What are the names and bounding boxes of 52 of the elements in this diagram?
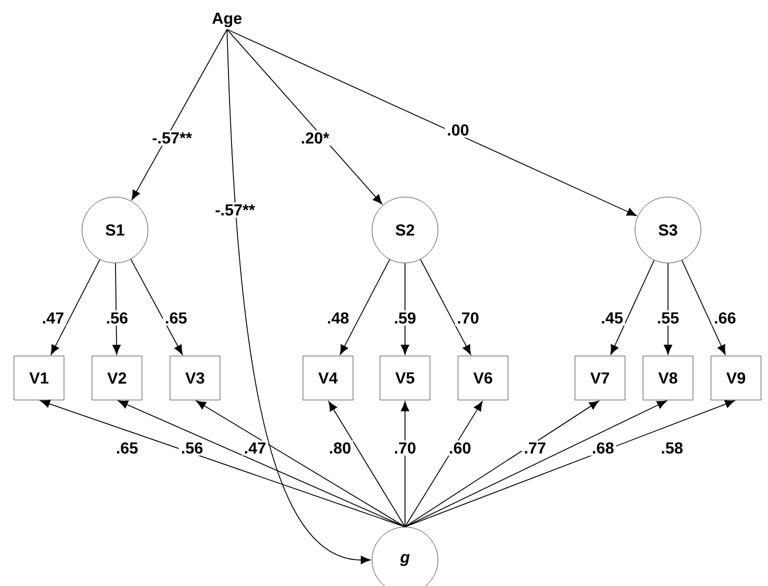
indicator-box: V4 (302, 356, 354, 400)
edge-label: .70 (454, 310, 482, 326)
arrow (112, 262, 121, 355)
arrow (404, 400, 600, 528)
edge-label: .45 (598, 310, 626, 326)
edge-label: .80 (326, 440, 354, 456)
arrow (226, 28, 371, 564)
edge-label: .55 (654, 310, 682, 326)
indicator-box: V9 (710, 356, 762, 400)
arrow (50, 259, 100, 355)
indicator-box: V6 (458, 356, 508, 400)
edge-label: .56 (178, 440, 206, 456)
edge-label: .77 (522, 440, 548, 456)
variable-label: Age (212, 12, 242, 28)
arrow (226, 28, 382, 204)
edge-label: .58 (658, 440, 686, 456)
edge-label: .56 (104, 310, 130, 326)
arrow (328, 401, 406, 528)
edge-label: .59 (392, 310, 418, 326)
arrow (400, 401, 410, 528)
indicator-box: V2 (92, 356, 142, 400)
indicator-box: V8 (642, 356, 694, 400)
arrow (132, 28, 228, 200)
edge-label: .47 (40, 310, 66, 326)
arrow (610, 260, 655, 355)
indicator-box: V3 (170, 356, 220, 400)
arrow (681, 260, 726, 355)
arrow (40, 400, 406, 528)
edge-label: .65 (114, 440, 140, 456)
edge-label: -.57** (150, 130, 194, 146)
indicator-box: V7 (574, 356, 626, 400)
edge-label: .66 (712, 310, 738, 326)
edge-label: -.57** (213, 202, 258, 218)
arrow (196, 400, 406, 528)
edge-label: .65 (162, 310, 190, 326)
edge-label: .60 (446, 440, 474, 456)
edge-label: .48 (324, 310, 352, 326)
indicator-box: V5 (380, 356, 430, 400)
edge-label: .00 (444, 122, 472, 138)
arrow (420, 258, 471, 355)
arrow (118, 400, 406, 528)
arrow (226, 28, 637, 216)
arrow (404, 401, 483, 528)
edge-label: .70 (392, 440, 418, 456)
arrow (340, 259, 390, 355)
arrow (404, 400, 735, 528)
indicator-box: V1 (14, 356, 64, 400)
edge-label: .20* (298, 130, 332, 146)
edge-label: .68 (590, 440, 616, 456)
edge-label: .47 (242, 440, 268, 456)
arrow (404, 400, 667, 528)
arrow (130, 258, 183, 355)
